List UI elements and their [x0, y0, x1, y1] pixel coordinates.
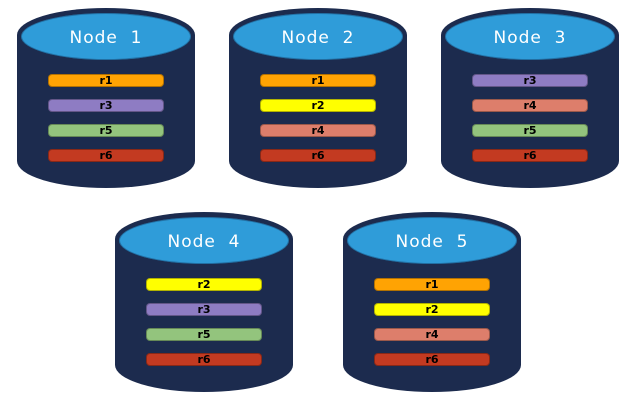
- replica-label: r6: [311, 149, 325, 162]
- replica-label: r3: [523, 74, 537, 87]
- replica-label: r5: [523, 124, 537, 137]
- replica-label: r2: [311, 99, 325, 112]
- top-row: Node 1 r1 r3 r5 r6 Node 2: [0, 0, 636, 188]
- cylinder-top: Node 5: [347, 217, 517, 264]
- replica-label: r4: [311, 124, 325, 137]
- replica-bar: r6: [260, 149, 376, 162]
- replica-bar: r6: [146, 353, 262, 366]
- node-1: Node 1 r1 r3 r5 r6: [17, 8, 195, 188]
- replica-bar: r6: [374, 353, 490, 366]
- replica-label: r6: [197, 353, 211, 366]
- node-4: Node 4 r2 r3 r5 r6: [115, 212, 293, 392]
- replica-label: r1: [425, 278, 439, 291]
- replica-bar: r4: [374, 328, 490, 341]
- replica-bar: r2: [146, 278, 262, 291]
- replica-label: r3: [99, 99, 113, 112]
- replica-bar: r4: [260, 124, 376, 137]
- replica-bar: r2: [260, 99, 376, 112]
- cylinder-top: Node 1: [21, 13, 191, 60]
- node-title: Node 2: [281, 27, 355, 48]
- replica-label: r1: [99, 74, 113, 87]
- replica-label: r6: [425, 353, 439, 366]
- replica-bar: r2: [374, 303, 490, 316]
- cylinder-top: Node 2: [233, 13, 403, 60]
- replica-label: r2: [197, 278, 211, 291]
- node-3: Node 3 r3 r4 r5 r6: [441, 8, 619, 188]
- node-title: Node 3: [493, 27, 567, 48]
- node-title: Node 5: [395, 231, 469, 252]
- replica-list: r1 r2 r4 r6: [260, 74, 376, 162]
- replica-bar: r1: [260, 74, 376, 87]
- replica-label: r5: [99, 124, 113, 137]
- replica-bar: r3: [146, 303, 262, 316]
- replica-list: r1 r2 r4 r6: [374, 278, 490, 366]
- cylinder-top: Node 4: [119, 217, 289, 264]
- replica-list: r2 r3 r5 r6: [146, 278, 262, 366]
- node-5: Node 5 r1 r2 r4 r6: [343, 212, 521, 392]
- replica-bar: r5: [146, 328, 262, 341]
- node-2: Node 2 r1 r2 r4 r6: [229, 8, 407, 188]
- replica-label: r4: [425, 328, 439, 341]
- replica-label: r5: [197, 328, 211, 341]
- replica-bar: r1: [48, 74, 164, 87]
- cylinder-top: Node 3: [445, 13, 615, 60]
- node-title: Node 1: [69, 27, 143, 48]
- bottom-row: Node 4 r2 r3 r5 r6 Node 5: [0, 212, 636, 392]
- replica-label: r1: [311, 74, 325, 87]
- replica-bar: r6: [472, 149, 588, 162]
- replica-bar: r1: [374, 278, 490, 291]
- replica-bar: r3: [48, 99, 164, 112]
- replica-bar: r3: [472, 74, 588, 87]
- replica-label: r2: [425, 303, 439, 316]
- replica-list: r3 r4 r5 r6: [472, 74, 588, 162]
- node-title: Node 4: [167, 231, 241, 252]
- replica-label: r6: [523, 149, 537, 162]
- replica-label: r6: [99, 149, 113, 162]
- replica-bar: r4: [472, 99, 588, 112]
- replica-bar: r6: [48, 149, 164, 162]
- replica-bar: r5: [472, 124, 588, 137]
- replica-list: r1 r3 r5 r6: [48, 74, 164, 162]
- replica-label: r4: [523, 99, 537, 112]
- replica-bar: r5: [48, 124, 164, 137]
- replica-label: r3: [197, 303, 211, 316]
